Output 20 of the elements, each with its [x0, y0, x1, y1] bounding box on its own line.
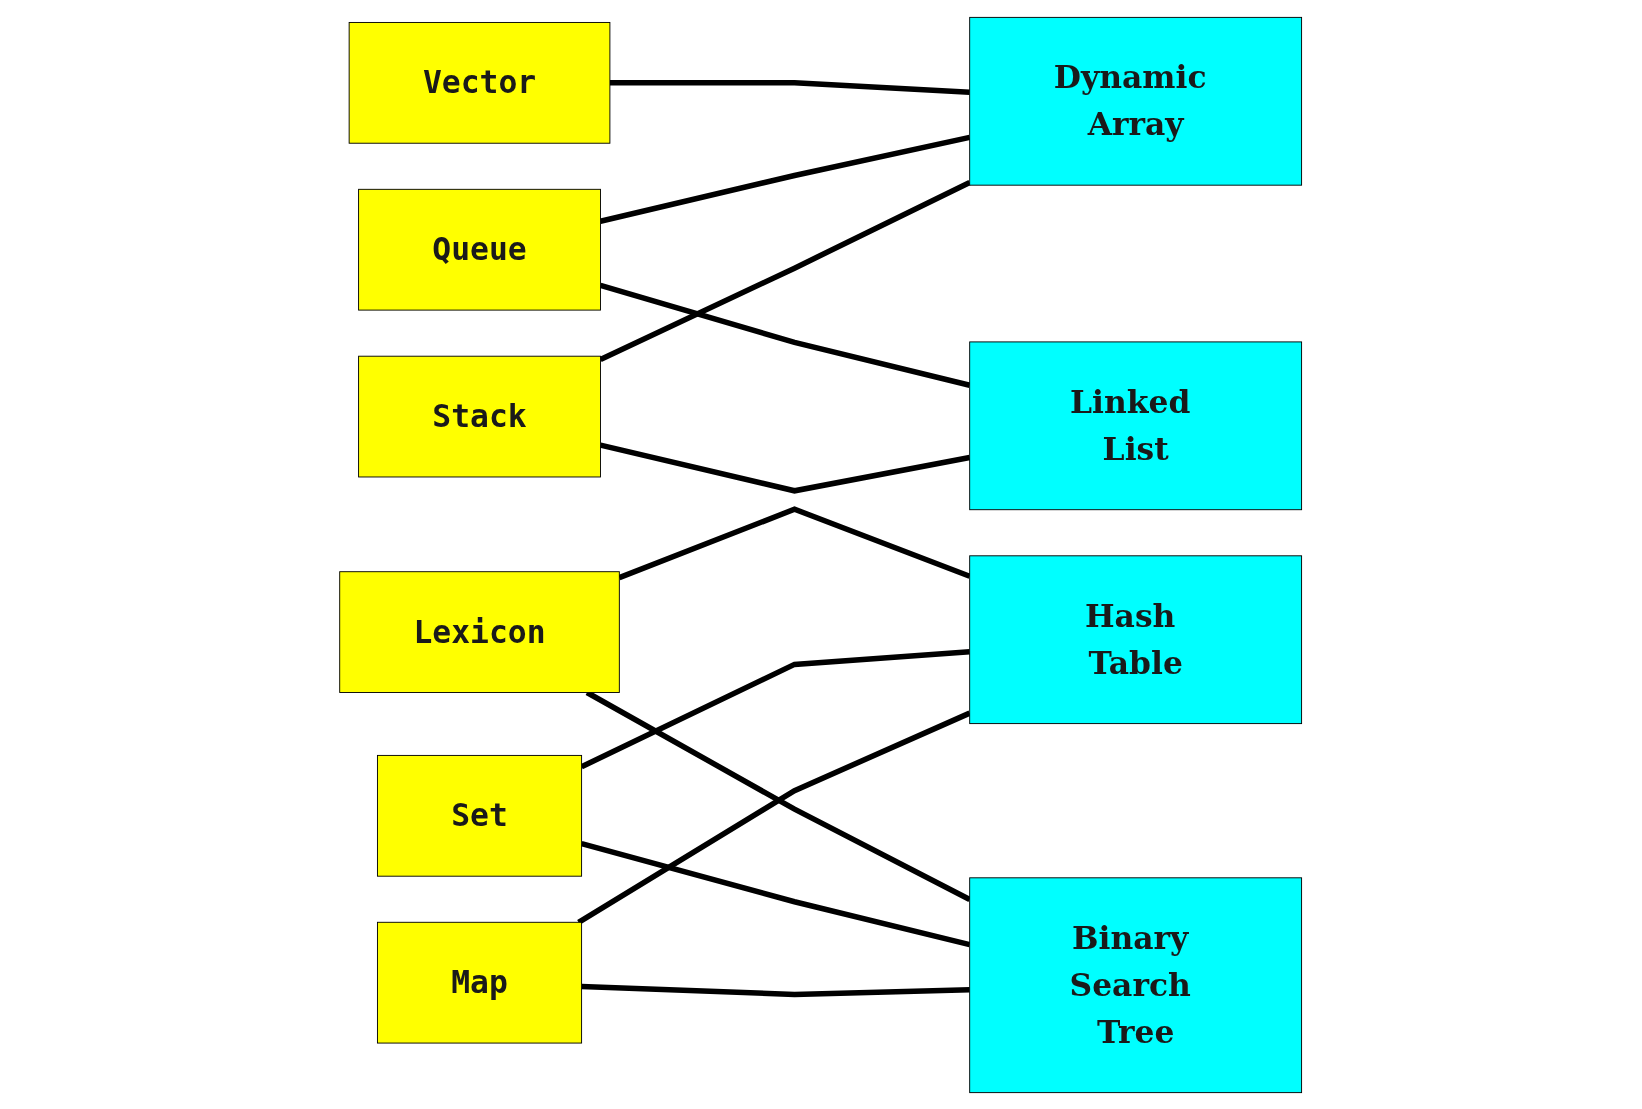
node-box: Linked List [969, 340, 1303, 510]
node-box: Vector [349, 21, 611, 144]
connector [610, 79, 971, 95]
connector [577, 710, 972, 925]
connector [581, 983, 971, 997]
connector [580, 648, 971, 769]
node-box: Dynamic Array [969, 16, 1303, 186]
connector [599, 179, 972, 362]
node-box: Queue [358, 188, 602, 311]
node-box: Hash Table [969, 554, 1303, 724]
connector [618, 505, 971, 580]
connector [600, 134, 971, 224]
node-box: Set [377, 754, 583, 877]
node-box: Map [377, 921, 583, 1044]
node-box: Stack [358, 355, 602, 477]
connector [600, 282, 971, 388]
node-box: Binary Search Tree [969, 876, 1303, 1093]
connector [581, 840, 971, 947]
node-box: Lexicon [339, 570, 621, 693]
connector [600, 441, 971, 494]
